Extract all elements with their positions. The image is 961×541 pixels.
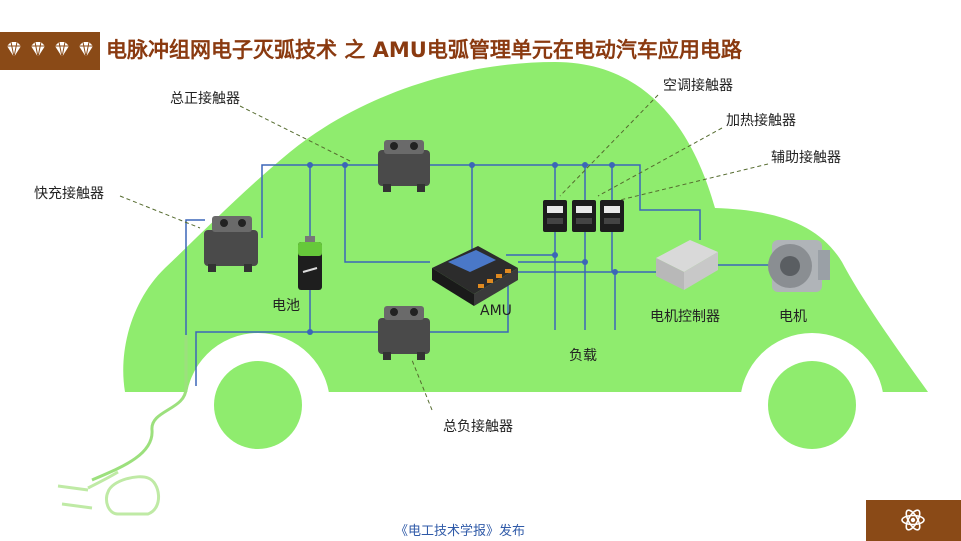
junction-dots	[307, 162, 618, 335]
label-motor: 电机	[779, 309, 807, 325]
charging-plug-icon	[57, 470, 160, 516]
label-battery: 电池	[272, 298, 300, 314]
ac-contactor-icon	[543, 200, 567, 232]
diamond-icon	[79, 41, 93, 58]
leader-lines	[119, 94, 769, 411]
footer-source: 《电工技术学报》发布	[395, 524, 526, 539]
diamond-icon	[31, 41, 45, 58]
label-heating-contactor: 加热接触器	[726, 113, 796, 129]
label-ac-contactor: 空调接触器	[663, 78, 733, 94]
label-fast-charge-contactor: 快充接触器	[34, 186, 104, 202]
corner-badge	[866, 500, 961, 541]
main-positive-contactor-icon	[378, 140, 430, 192]
battery-icon	[298, 236, 322, 290]
label-load: 负载	[569, 348, 597, 364]
atom-icon	[901, 509, 925, 531]
motor-controller-icon	[656, 240, 718, 290]
label-main-negative-contactor: 总负接触器	[443, 419, 513, 435]
title-badge	[0, 32, 100, 70]
label-motor-controller: 电机控制器	[650, 309, 720, 325]
front-wheel-hub	[768, 361, 856, 449]
wiring	[185, 164, 770, 386]
charging-cable	[91, 335, 188, 482]
diamond-icon	[55, 41, 69, 58]
main-negative-contactor-icon	[378, 306, 430, 360]
rear-wheel-hub	[214, 361, 302, 449]
car-body	[123, 62, 929, 392]
label-auxiliary-contactor: 辅助接触器	[771, 150, 841, 166]
label-main-positive-contactor: 总正接触器	[170, 91, 240, 107]
fast-charge-contactor-icon	[204, 216, 258, 272]
page-title: 电脉冲组网电子灭弧技术 之 AMU电弧管理单元在电动汽车应用电路	[106, 38, 742, 62]
motor-icon	[768, 240, 830, 292]
auxiliary-contactor-icon	[600, 200, 624, 232]
label-amu: AMU	[480, 303, 512, 319]
heating-contactor-icon	[572, 200, 596, 232]
diamond-icon	[7, 41, 21, 58]
amu-module-icon	[432, 246, 518, 306]
